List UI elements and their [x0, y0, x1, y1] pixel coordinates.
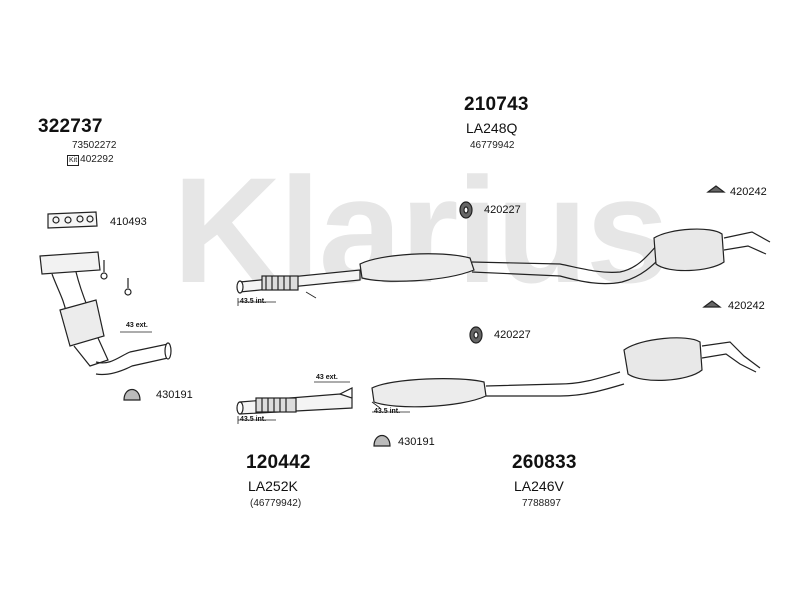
rear-part-number: 260833: [512, 452, 577, 473]
mount-shapes: [459, 185, 726, 344]
front-pipe-code: LA252K: [248, 478, 298, 494]
bolts: [100, 260, 132, 296]
clamp-left-label: 430191: [156, 389, 193, 401]
mount-lower-label: 420227: [494, 329, 531, 341]
dimension-label: 43.5 int.: [240, 416, 267, 423]
dimension-label: 43 ext.: [126, 322, 148, 329]
rear-code: LA246V: [514, 478, 564, 494]
dimension-label: 43 ext.: [316, 374, 338, 381]
manifold-kit-number: 402292: [80, 154, 114, 165]
front-pipe-oe-number: (46779942): [250, 498, 302, 509]
front-pipe-part-number: 120442: [246, 452, 311, 473]
middle-part-number: 210743: [464, 94, 529, 115]
lower-silencer-shape: [371, 337, 761, 408]
manifold-gasket-shape: [47, 211, 98, 229]
upper-rear-silencer-shape: [653, 228, 771, 272]
lower-front-pipe-shape: [236, 387, 353, 415]
manifold-part-number: 322737: [38, 116, 103, 137]
dimension-label: 43.5 int.: [240, 298, 267, 305]
rear-oe-number: 7788897: [522, 498, 561, 509]
catalytic-manifold-shape: [39, 251, 172, 376]
mount-upper-label: 420227: [484, 204, 521, 216]
dimension-label: 43.5 int.: [374, 408, 401, 415]
upper-middle-silencer-shape: [359, 241, 665, 285]
middle-code: LA248Q: [466, 120, 518, 136]
manifold-oe-number: 73502272: [72, 140, 117, 151]
clamp-shapes: [123, 388, 391, 447]
kit-badge: Kit: [67, 155, 80, 166]
dimension-lines: [120, 291, 410, 424]
upper-front-pipe-shape: [236, 269, 361, 294]
hanger-upper-label: 420242: [730, 186, 767, 198]
clamp-center-label: 430191: [398, 436, 435, 448]
middle-oe-number: 46779942: [470, 140, 515, 151]
hanger-lower-label: 420242: [728, 300, 765, 312]
gasket-part-label: 410493: [110, 216, 147, 228]
